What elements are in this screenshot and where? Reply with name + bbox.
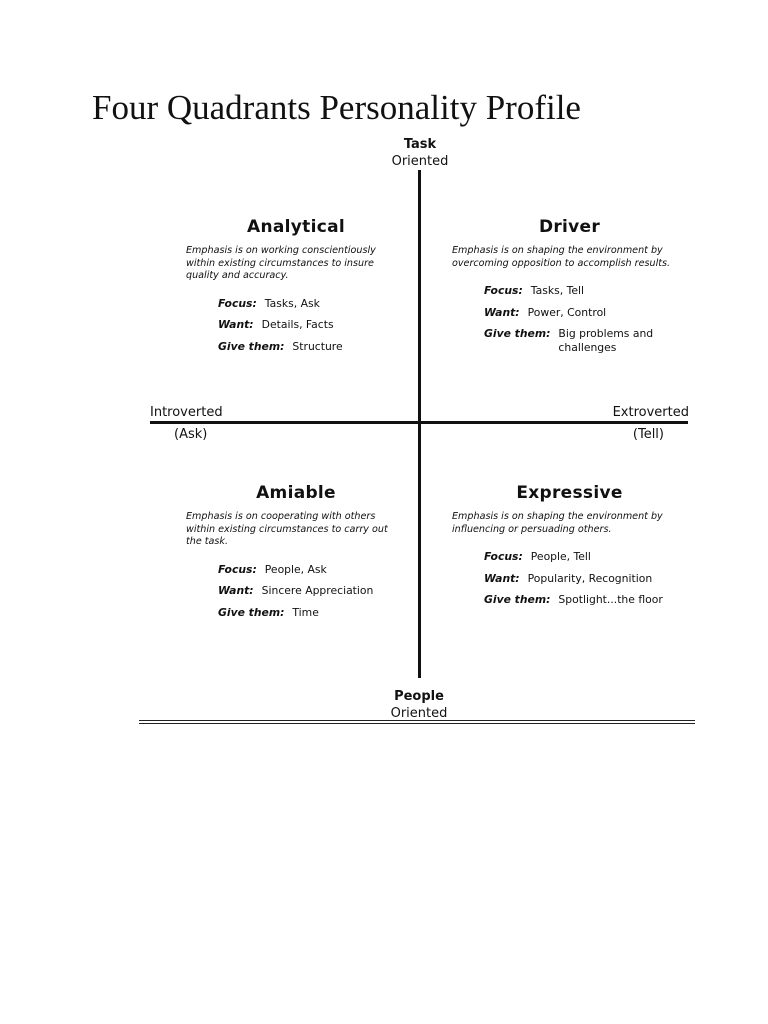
quadrant-title: Expressive: [516, 483, 623, 503]
focus-label: Focus:: [484, 284, 523, 297]
focus-value: Tasks, Tell: [530, 284, 584, 297]
focus-value: People, Tell: [530, 550, 591, 563]
bottom-rule-bottom: [139, 723, 695, 724]
quadrant-title: Driver: [538, 217, 601, 237]
want-label: Want:: [218, 584, 254, 597]
give-row: Give them: Time: [218, 606, 406, 620]
want-value: Popularity, Recognition: [527, 571, 653, 585]
focus-label: Focus:: [218, 296, 257, 310]
focus-value: Tasks, Ask: [264, 296, 320, 310]
axis-bottom-title: People: [394, 689, 444, 704]
quadrant-description: Emphasis is on working conscientiously w…: [186, 245, 376, 281]
quadrant-expressive: Expressive Emphasis is on shaping the en…: [452, 483, 687, 615]
give-value: Big problems and challenges: [558, 327, 654, 354]
vertical-axis-line: [418, 170, 421, 678]
focus-row: Focus: People, Ask: [218, 563, 406, 577]
give-value: Time: [292, 605, 319, 619]
focus-row: Focus: People, Tell: [484, 550, 687, 564]
want-label: Want:: [484, 305, 520, 319]
axis-top-label: Task Oriented: [370, 136, 470, 170]
page-title: Four Quadrants Personality Profile: [92, 88, 581, 127]
give-row: Give them: Big problems and challenges: [484, 327, 687, 355]
quadrant-amiable: Amiable Emphasis is on cooperating with …: [186, 483, 406, 627]
quadrant-driver: Driver Emphasis is on shaping the enviro…: [452, 217, 687, 363]
give-row: Give them: Structure: [218, 340, 406, 354]
want-row: Want: Details, Facts: [218, 318, 406, 332]
want-row: Want: Popularity, Recognition: [484, 572, 687, 586]
quadrant-analytical: Analytical Emphasis is on working consci…: [186, 217, 406, 361]
want-value: Sincere Appreciation: [261, 584, 374, 597]
quadrant-title: Analytical: [247, 217, 345, 237]
want-row: Want: Sincere Appreciation: [218, 584, 406, 598]
want-value: Power, Control: [527, 305, 607, 319]
axis-bottom-sub: Oriented: [390, 706, 448, 721]
axis-bottom-label: People Oriented: [369, 688, 469, 722]
focus-label: Focus:: [484, 550, 523, 563]
want-label: Want:: [218, 318, 254, 331]
horizontal-axis-line: [150, 421, 688, 424]
quadrant-description: Emphasis is on shaping the environment b…: [452, 245, 671, 269]
give-value: Spotlight...the floor: [558, 593, 663, 606]
axis-right-sub: (Tell): [632, 427, 664, 442]
give-label: Give them:: [484, 327, 551, 340]
quadrant-title: Amiable: [256, 483, 336, 503]
axis-left-title: Introverted: [150, 405, 223, 420]
give-row: Give them: Spotlight...the floor: [484, 593, 687, 607]
want-value: Details, Facts: [261, 318, 334, 331]
give-label: Give them:: [484, 593, 551, 606]
axis-right-title: Extroverted: [612, 405, 689, 420]
focus-row: Focus: Tasks, Ask: [218, 297, 406, 311]
give-label: Give them:: [218, 339, 285, 353]
give-value: Structure: [292, 339, 343, 353]
focus-row: Focus: Tasks, Tell: [484, 284, 687, 298]
axis-top-title: Task: [403, 137, 437, 152]
give-label: Give them:: [218, 605, 285, 619]
want-label: Want:: [484, 571, 520, 585]
quadrant-description: Emphasis is on shaping the environment b…: [452, 511, 663, 535]
quadrant-description: Emphasis is on cooperating with others w…: [186, 511, 388, 547]
want-row: Want: Power, Control: [484, 306, 687, 320]
focus-label: Focus:: [218, 562, 257, 576]
focus-value: People, Ask: [264, 562, 327, 576]
bottom-rule-top: [139, 720, 695, 721]
axis-top-sub: Oriented: [391, 154, 449, 169]
axis-left-sub: (Ask): [174, 427, 208, 442]
